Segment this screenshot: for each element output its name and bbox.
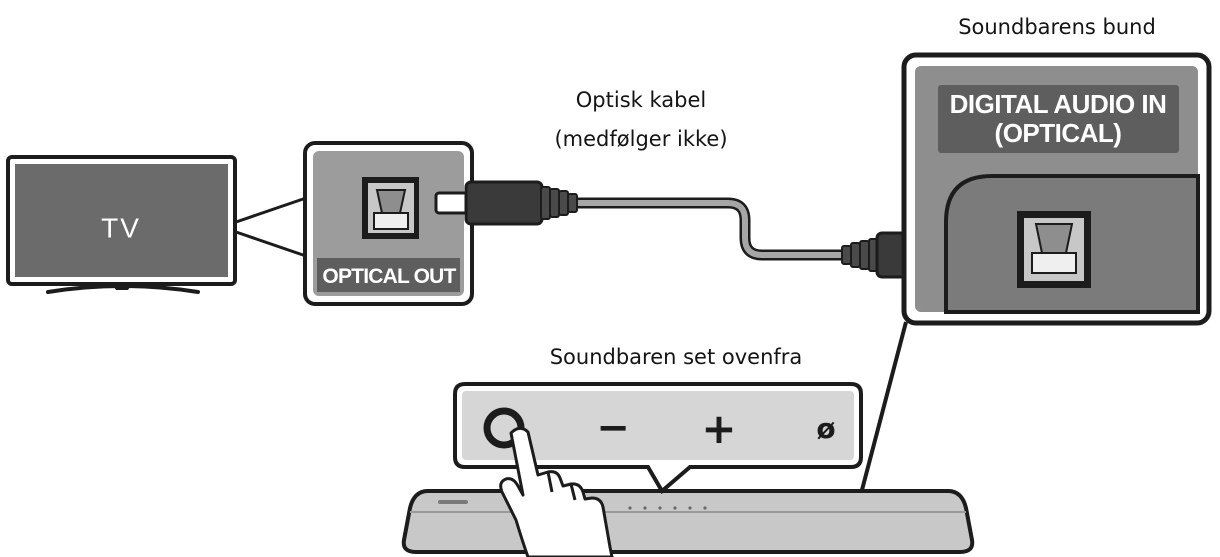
volume-up-icon: + — [701, 404, 736, 453]
top-view-panel — [453, 382, 863, 495]
mic-off-icon: ø — [816, 412, 835, 445]
hand-pointer-icon — [499, 426, 614, 557]
soundbar-illustration — [401, 489, 975, 554]
soundbar-optical-port — [1017, 211, 1091, 288]
soundbar-bottom-title: Soundbarens bund — [958, 15, 1156, 39]
cable-title: Optisk kabel — [576, 88, 706, 112]
digital-in-label-line2: (OPTICAL) — [995, 118, 1122, 148]
left-cable-plug — [434, 180, 578, 226]
cable-wire — [578, 197, 842, 261]
tv-stand-base — [46, 284, 200, 294]
soundbar-top-view-title: Soundbaren set ovenfra — [550, 345, 803, 369]
optical-out-panel — [303, 141, 474, 306]
optical-out-label: OPTICAL OUT — [322, 265, 456, 288]
optical-cable — [434, 180, 977, 279]
tv-screen — [15, 164, 228, 277]
tv-illustration — [6, 155, 237, 294]
soundbar-bottom-panel — [860, 52, 1212, 491]
cable-note: (medfølger ikke) — [554, 127, 727, 151]
digital-in-label-line1: DIGITAL AUDIO IN — [950, 89, 1167, 119]
volume-down-icon: − — [596, 405, 630, 451]
tv-optical-port — [362, 177, 419, 239]
tv-callout-lines — [235, 196, 307, 258]
tv-label: TV — [101, 212, 141, 243]
